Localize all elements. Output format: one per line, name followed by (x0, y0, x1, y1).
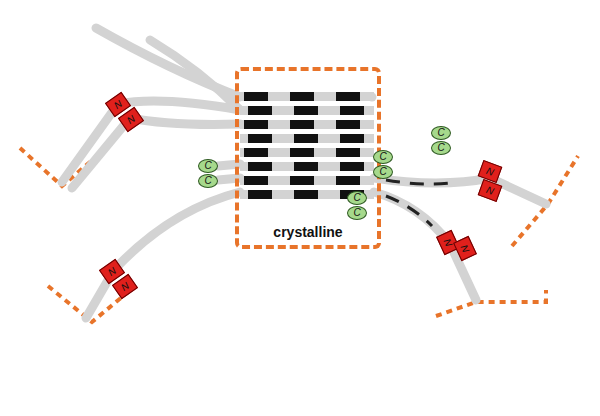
chain-strands (62, 28, 546, 318)
crystal-block (290, 148, 314, 157)
crystal-block (244, 120, 268, 129)
c-terminus-ellipse: C (347, 206, 367, 220)
c-terminus-ellipse: C (373, 165, 393, 179)
crystal-block (340, 162, 364, 171)
terminus-letter: N (119, 280, 131, 292)
crystal-block (340, 134, 364, 143)
crystal-block (248, 190, 272, 199)
crystal-block (248, 162, 272, 171)
terminus-letter: C (353, 208, 360, 218)
crystal-band (240, 148, 374, 157)
crystalline-region: crystalline (235, 67, 381, 249)
region-label: crystalline (271, 225, 344, 239)
crystal-block (336, 120, 360, 129)
crystal-block (244, 176, 268, 185)
crystal-band (240, 176, 374, 185)
crystal-block (244, 92, 268, 101)
terminus-letter: N (112, 98, 124, 110)
terminus-letter: N (106, 265, 118, 277)
region-brackets (20, 148, 578, 322)
crystal-band (240, 106, 374, 115)
c-terminus-ellipse: C (431, 126, 451, 140)
terminus-letter: C (204, 176, 211, 186)
terminus-letter: C (379, 152, 386, 162)
c-terminus-ellipse: C (431, 141, 451, 155)
crystal-block (294, 106, 318, 115)
c-terminus-ellipse: C (347, 191, 367, 205)
crystal-block (248, 134, 272, 143)
crystal-block (290, 92, 314, 101)
crystal-block (244, 148, 268, 157)
terminus-letter: N (459, 243, 471, 254)
c-terminus-ellipse: C (198, 159, 218, 173)
crystal-block (294, 134, 318, 143)
crystal-block (248, 106, 272, 115)
dark-segments (386, 180, 450, 226)
crystal-band (240, 134, 374, 143)
terminus-letter: C (437, 128, 444, 138)
terminus-letter: N (485, 184, 495, 196)
crystal-block (336, 176, 360, 185)
crystal-block (336, 148, 360, 157)
terminus-letter: C (437, 143, 444, 153)
terminus-letter: C (204, 161, 211, 171)
crystal-block (290, 120, 314, 129)
c-terminus-ellipse: C (198, 174, 218, 188)
terminus-letter: C (353, 193, 360, 203)
crystal-block (294, 162, 318, 171)
crystal-band (240, 120, 374, 129)
crystal-band (240, 92, 374, 101)
terminus-letter: C (379, 167, 386, 177)
terminus-letter: N (125, 113, 137, 125)
crystal-block (294, 190, 318, 199)
crystal-block (340, 106, 364, 115)
c-terminus-ellipse: C (373, 150, 393, 164)
terminus-letter: N (485, 165, 495, 177)
crystal-band (240, 162, 374, 171)
crystal-block (336, 92, 360, 101)
crystal-bars (240, 92, 374, 199)
crystal-block (290, 176, 314, 185)
